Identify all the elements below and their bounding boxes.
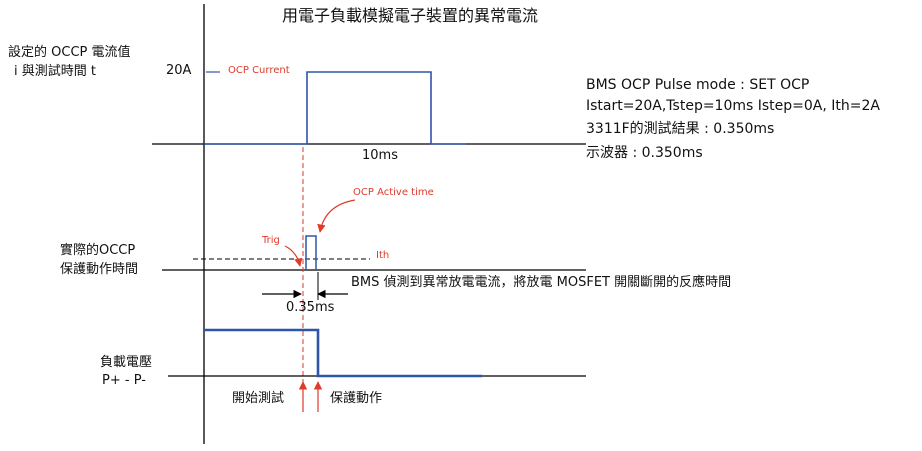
ocp-active-time-arrow <box>317 199 356 233</box>
current-value-label: 20A <box>166 63 192 78</box>
actual-occp-label: 實際的OCCP <box>60 243 136 258</box>
trig-arrow <box>284 245 303 267</box>
protection-action-label: 保護動作 <box>330 391 383 406</box>
ocp-active-time-label: OCP Active time <box>353 187 434 198</box>
ith-label: Ith <box>376 250 390 261</box>
occp-pulse <box>305 235 317 270</box>
duration-label: 10ms <box>362 148 398 163</box>
occp-setting-label-2: i 與測試時間 t <box>14 64 96 79</box>
load-voltage-label-2: P+ - P- <box>102 373 146 388</box>
current-pulse <box>204 71 466 145</box>
start-test-label: 開始測試 <box>232 391 285 406</box>
actual-occp-label-2: 保護動作時間 <box>60 262 139 277</box>
ocp-current-label: OCP Current <box>228 65 290 76</box>
bms-detect-note: BMS 偵測到異常放電電流，將放電 MOSFET 開關斷開的反應時間 <box>351 275 732 290</box>
load-voltage-label: 負載電壓 <box>100 355 153 370</box>
trig-label: Trig <box>262 235 280 246</box>
info-params: Istart=20A,Tstep=10ms Istep=0A, Ith=2A <box>586 98 880 114</box>
info-oscilloscope-result: 示波器 : 0.350ms <box>586 145 703 161</box>
voltage-waveform <box>204 328 482 378</box>
diagram-title: 用電子負載模擬電子裝置的異常電流 <box>282 6 539 25</box>
occp-setting-label: 設定的 OCCP 電流值 <box>8 45 131 60</box>
response-time-label: 0.35ms <box>286 300 335 315</box>
info-3311f-result: 3311F的測試結果 : 0.350ms <box>586 121 775 137</box>
info-mode: BMS OCP Pulse mode : SET OCP <box>586 77 810 93</box>
